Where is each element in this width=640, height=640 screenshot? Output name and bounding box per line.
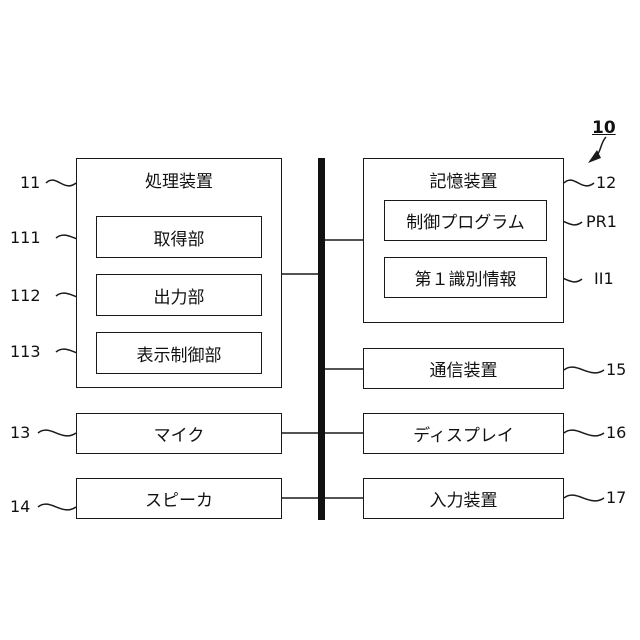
ref-pr1: PR1 [586,212,617,232]
leader-12 [564,180,594,186]
leader-11 [46,180,76,186]
output-unit-box: 出力部 [96,274,262,316]
ref-15: 15 [606,360,626,380]
leader-17 [564,495,604,501]
ref-13: 13 [10,423,30,443]
first-id-info-title: 第１識別情報 [415,265,517,290]
speaker-box: スピーカ [76,478,282,519]
figure-reference: 10 [592,118,616,138]
ref-ii1: II1 [594,269,614,289]
ref-11: 11 [20,173,40,193]
communication-device-box: 通信装置 [363,348,564,389]
leader-14 [38,504,76,510]
display-box: ディスプレイ [363,413,564,454]
input-device-title: 入力装置 [430,486,498,511]
system-bus [318,158,325,520]
storage-device-title: 記憶装置 [364,172,563,192]
leader-16 [564,430,604,436]
control-program-title: 制御プログラム [406,208,525,233]
display-title: ディスプレイ [413,421,514,446]
ref-113: 113 [10,342,41,362]
processing-device-title: 処理装置 [77,172,281,192]
ref-112: 112 [10,286,41,306]
control-program-box: 制御プログラム [384,200,547,241]
speaker-title: スピーカ [145,486,213,511]
ref-14: 14 [10,497,30,517]
output-unit-title: 出力部 [154,283,205,308]
ref-16: 16 [606,423,626,443]
first-id-info-box: 第１識別情報 [384,257,547,298]
display-control-unit-box: 表示制御部 [96,332,262,374]
leader-15 [564,367,604,373]
acquisition-unit-box: 取得部 [96,216,262,258]
microphone-title: マイク [154,421,205,446]
communication-device-title: 通信装置 [430,356,498,381]
input-device-box: 入力装置 [363,478,564,519]
ref-17: 17 [606,488,626,508]
ref-12: 12 [596,173,616,193]
acquisition-unit-title: 取得部 [154,225,205,250]
display-control-unit-title: 表示制御部 [137,341,222,366]
ref-111: 111 [10,228,41,248]
microphone-box: マイク [76,413,282,454]
leader-13 [38,430,76,436]
